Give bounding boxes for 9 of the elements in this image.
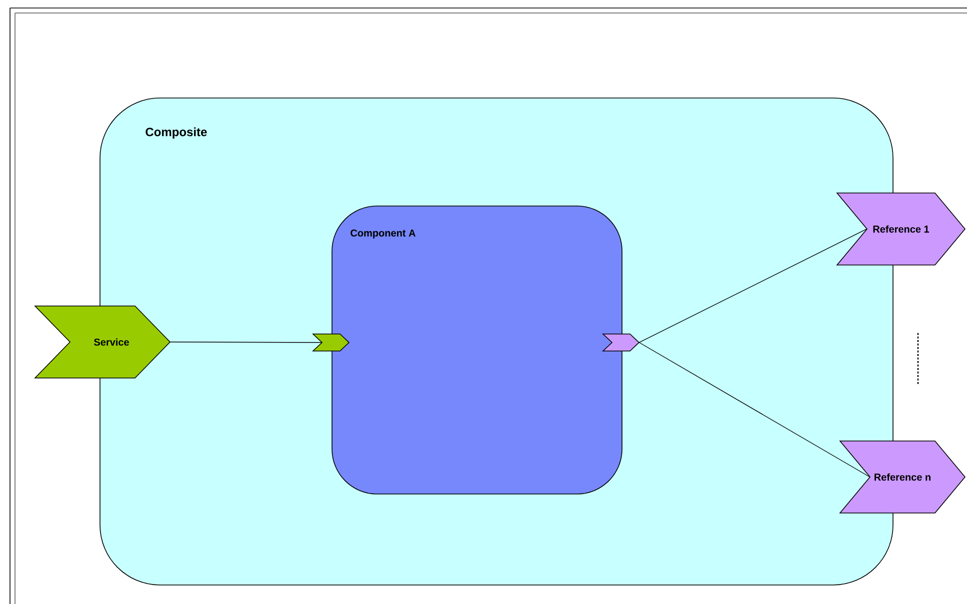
connector-line xyxy=(170,342,322,343)
reference-chevron: Reference n xyxy=(839,440,966,514)
reference-chevron: Reference 1 xyxy=(836,192,966,266)
component-box: Component A xyxy=(332,206,622,494)
service-chevron: Service xyxy=(34,306,171,378)
reference-port xyxy=(602,334,640,352)
connector-line xyxy=(638,228,868,343)
connector-line xyxy=(638,342,870,478)
service-port xyxy=(312,334,350,352)
